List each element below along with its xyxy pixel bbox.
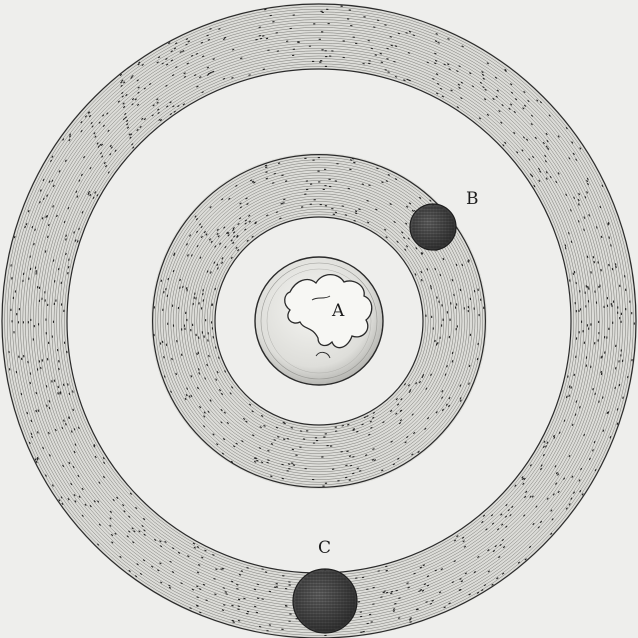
label-center-a: A (331, 301, 345, 321)
label-inner-planet-b: B (466, 189, 479, 209)
central-earth: A (255, 257, 383, 385)
label-outer-planet-c: C (318, 538, 331, 558)
